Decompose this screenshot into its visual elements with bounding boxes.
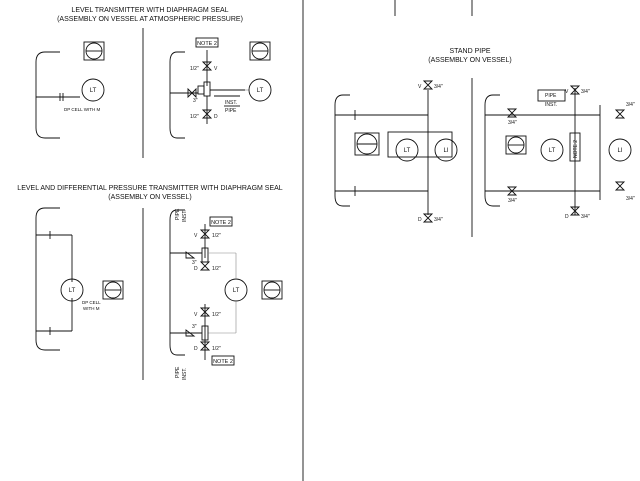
svg-text:LT: LT: [549, 148, 556, 154]
s2-vessel-2: [169, 209, 185, 356]
svg-text:D: D: [194, 266, 198, 272]
svg-text:PIPE: PIPE: [545, 93, 557, 99]
svg-text:NOTE 2: NOTE 2: [211, 220, 231, 226]
s1-note: NOTE 2: [197, 41, 217, 47]
s1-drain-valve: [201, 109, 213, 119]
svg-text:3/4": 3/4": [434, 217, 443, 223]
svg-text:3/4": 3/4": [508, 198, 517, 204]
s1-vessel-2: [169, 51, 185, 139]
svg-text:V: V: [565, 89, 569, 95]
svg-text:1/2": 1/2": [212, 346, 221, 352]
s2-subtitle: (ASSEMBLY ON VESSEL): [108, 194, 191, 201]
svg-text:LI: LI: [443, 148, 448, 154]
svg-text:LT: LT: [404, 148, 411, 154]
svg-text:3": 3": [192, 324, 197, 330]
s1-pipe: PIPE: [225, 108, 237, 114]
svg-text:3/4": 3/4": [581, 214, 590, 220]
svg-text:D: D: [194, 346, 198, 352]
svg-text:NOTE 2: NOTE 2: [573, 140, 579, 158]
s1-vent-valve: [201, 61, 213, 71]
s3-vessel: [334, 94, 350, 207]
s1-indicator-box: [83, 41, 105, 61]
s2-dp-cell-a: DP CELL: [82, 300, 101, 305]
svg-text:1/2": 1/2": [212, 266, 221, 272]
s1-lt-label: LT: [90, 88, 97, 94]
s2-lt-bubble-2: [224, 278, 248, 302]
svg-text:NOTE 2: NOTE 2: [213, 359, 233, 365]
svg-text:D: D: [418, 217, 422, 223]
svg-text:PIPE: PIPE: [175, 366, 181, 378]
svg-text:PIPE: PIPE: [175, 208, 181, 220]
svg-text:INST.: INST.: [545, 102, 557, 108]
s3-subtitle: (ASSEMBLY ON VESSEL): [428, 57, 511, 64]
s1-dp-cell-label: DP CELL WITH M: [64, 107, 101, 112]
s1-inst: INST.: [225, 100, 237, 106]
s1-lt-bubble: [81, 78, 105, 102]
s1-lt-bubble-2: [248, 78, 272, 102]
s1-note-box: [195, 37, 219, 48]
svg-text:1/2": 1/2": [190, 114, 199, 120]
svg-text:3/4": 3/4": [434, 84, 443, 90]
s2-dp-cell-b: WITH M: [83, 306, 100, 311]
svg-text:3/4": 3/4": [508, 120, 517, 126]
svg-text:LI: LI: [617, 148, 622, 154]
svg-text:3/4": 3/4": [581, 89, 590, 95]
svg-text:1/2": 1/2": [212, 312, 221, 318]
svg-text:LT: LT: [233, 288, 240, 294]
s1-title: LEVEL TRANSMITTER WITH DIAPHRAGM SEAL: [71, 7, 228, 14]
svg-text:1/2": 1/2": [212, 233, 221, 239]
s1-block-valve: [187, 87, 197, 99]
s1-vent-size: 1/2": [190, 66, 199, 72]
svg-text:3": 3": [192, 260, 197, 266]
s2-lt-bubble: [60, 278, 84, 302]
s1-subtitle: (ASSEMBLY ON VESSEL AT ATMOSPHERIC PRESS…: [57, 16, 243, 23]
s1-vent-v: V: [214, 66, 218, 72]
s1-vessel: [35, 51, 60, 139]
svg-text:LT: LT: [69, 288, 76, 294]
s3-title: STAND PIPE: [449, 48, 490, 55]
svg-text:INST.: INST.: [182, 368, 188, 380]
svg-text:LT: LT: [257, 88, 264, 94]
svg-text:V: V: [194, 233, 198, 239]
svg-text:D: D: [565, 214, 569, 220]
svg-text:3/4": 3/4": [626, 196, 635, 202]
s2-vessel: [35, 207, 60, 351]
svg-text:3/4": 3/4": [626, 102, 635, 108]
s3-vessel-2: [484, 94, 500, 207]
svg-text:V: V: [194, 312, 198, 318]
s2-title: LEVEL AND DIFFERENTIAL PRESSURE TRANSMIT…: [17, 185, 283, 192]
s1-3in: 3": [193, 98, 198, 104]
svg-text:D: D: [214, 114, 218, 120]
svg-text:V: V: [418, 84, 422, 90]
svg-text:INST.: INST.: [182, 210, 188, 222]
